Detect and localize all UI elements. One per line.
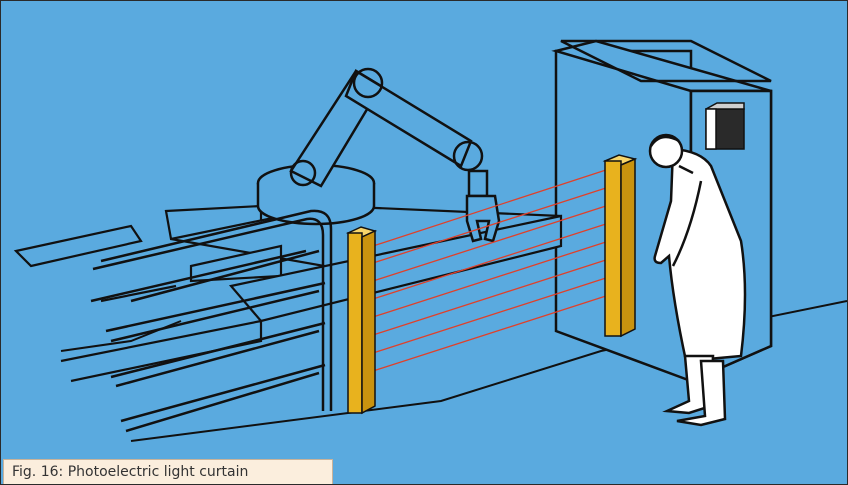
light-curtain-receiver — [605, 155, 635, 336]
cabinet-panel-icon — [706, 103, 744, 149]
light-curtain-emitter — [348, 227, 375, 413]
figure-caption: Fig. 16: Photoelectric light curtain — [3, 459, 333, 485]
